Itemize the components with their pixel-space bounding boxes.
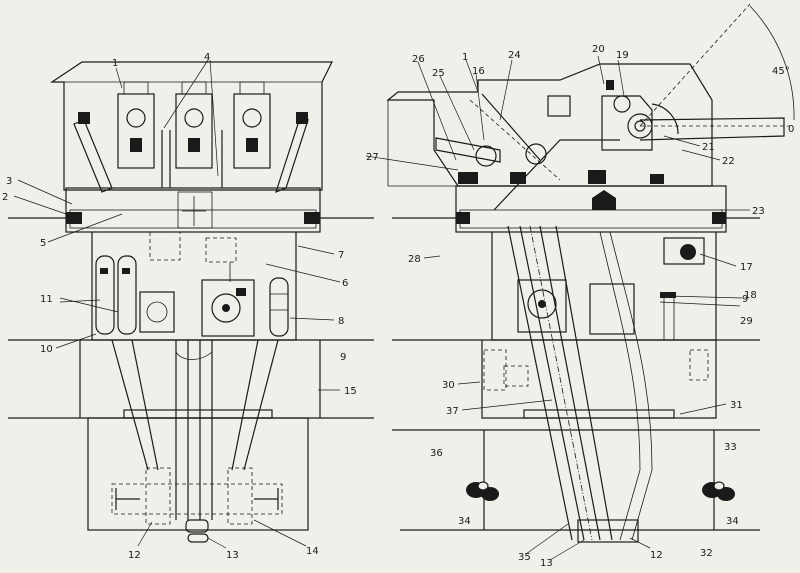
side-label-37: 37 — [446, 406, 459, 417]
shell-stack-right — [702, 481, 735, 501]
gun-barrel — [639, 117, 785, 141]
gun-right — [233, 81, 271, 169]
front-label-10: 10 — [40, 344, 53, 355]
side-label-32: 32 — [700, 548, 713, 559]
front-label-6: 6 — [342, 278, 348, 289]
front-label-4: 4 — [204, 52, 210, 63]
side-view: 45° 0 — [365, 3, 795, 569]
front-label-15: 15 — [344, 386, 357, 397]
side-label-36: 36 — [430, 448, 443, 459]
turntable-band — [65, 187, 321, 233]
side-label-9: 9 — [742, 294, 748, 305]
side-label-17: 17 — [740, 262, 753, 273]
gunhouse-outline — [50, 61, 333, 191]
accumulator — [269, 277, 289, 337]
pivot-base — [185, 519, 209, 533]
front-label-12: 12 — [128, 550, 141, 561]
centre-trunk-box — [177, 191, 213, 229]
side-label-12: 12 — [650, 550, 663, 561]
front-label-8: 8 — [338, 316, 344, 327]
side-label-35: 35 — [518, 552, 531, 563]
angle-label-small: 0 — [788, 124, 794, 135]
side-label-33: 33 — [724, 442, 737, 453]
front-label-2: 2 — [2, 192, 8, 203]
side-label-23: 23 — [752, 206, 765, 217]
front-label-5: 5 — [40, 238, 46, 249]
side-label-29: 29 — [740, 316, 753, 327]
front-label-13: 13 — [226, 550, 239, 561]
front-label-11: 11 — [40, 294, 53, 305]
side-label-25: 25 — [432, 68, 445, 79]
side-label-21: 21 — [702, 142, 715, 153]
front-label-9: 9 — [340, 352, 346, 363]
front-label-7: 7 — [338, 250, 344, 261]
hoist-base — [577, 519, 639, 543]
front-label-14: 14 — [306, 546, 319, 557]
sight-head-right — [296, 112, 308, 124]
side-label-24: 24 — [508, 50, 521, 61]
side-turntable-band — [455, 185, 727, 233]
air-cylinder-2 — [117, 255, 137, 335]
side-label-1: 1 — [462, 52, 468, 63]
pump-motor — [139, 291, 175, 333]
motor-17 — [663, 237, 705, 265]
hydraulic-pump — [201, 279, 255, 337]
side-label-18: 18 — [744, 290, 757, 301]
pivot-pin — [187, 533, 209, 543]
sight-head-left — [78, 112, 90, 124]
roller-left — [66, 212, 82, 224]
side-label-31: 31 — [730, 400, 743, 411]
gun-left — [117, 81, 155, 169]
front-label-3: 3 — [6, 176, 12, 187]
roller-right — [304, 212, 320, 224]
breech-block — [601, 95, 653, 151]
side-motor — [589, 283, 635, 335]
side-label-26: 26 — [412, 54, 425, 65]
angle-label-large: 45° — [772, 66, 790, 77]
side-label-20: 20 — [592, 44, 605, 55]
air-cylinder-1 — [95, 255, 115, 335]
powder-hoist-curve — [599, 231, 641, 541]
side-label-30: 30 — [442, 380, 455, 391]
loading-tray — [435, 137, 501, 163]
roller-path — [69, 209, 317, 229]
side-label-16: 16 — [472, 66, 485, 77]
side-label-28: 28 — [408, 254, 421, 265]
sight-hood-right — [275, 118, 309, 194]
gun-centre — [175, 81, 213, 169]
side-label-34b: 34 — [726, 516, 739, 527]
side-label-13: 13 — [540, 558, 553, 568]
side-label-34a: 34 — [458, 516, 471, 527]
sight-hood-left — [73, 119, 113, 193]
gunhouse-side-outline — [386, 63, 713, 187]
front-label-1: 1 — [112, 58, 118, 69]
shell-stack-left — [466, 481, 499, 501]
handling-room — [91, 232, 297, 341]
elevation-arc — [749, 5, 795, 121]
front-view: 1 2 3 4 5 6 7 8 9 10 11 12 13 14 15 — [2, 52, 374, 561]
side-label-22: 22 — [722, 156, 735, 167]
side-label-19: 19 — [616, 50, 629, 61]
shell-room — [87, 417, 309, 531]
side-label-27: 27 — [366, 152, 379, 163]
